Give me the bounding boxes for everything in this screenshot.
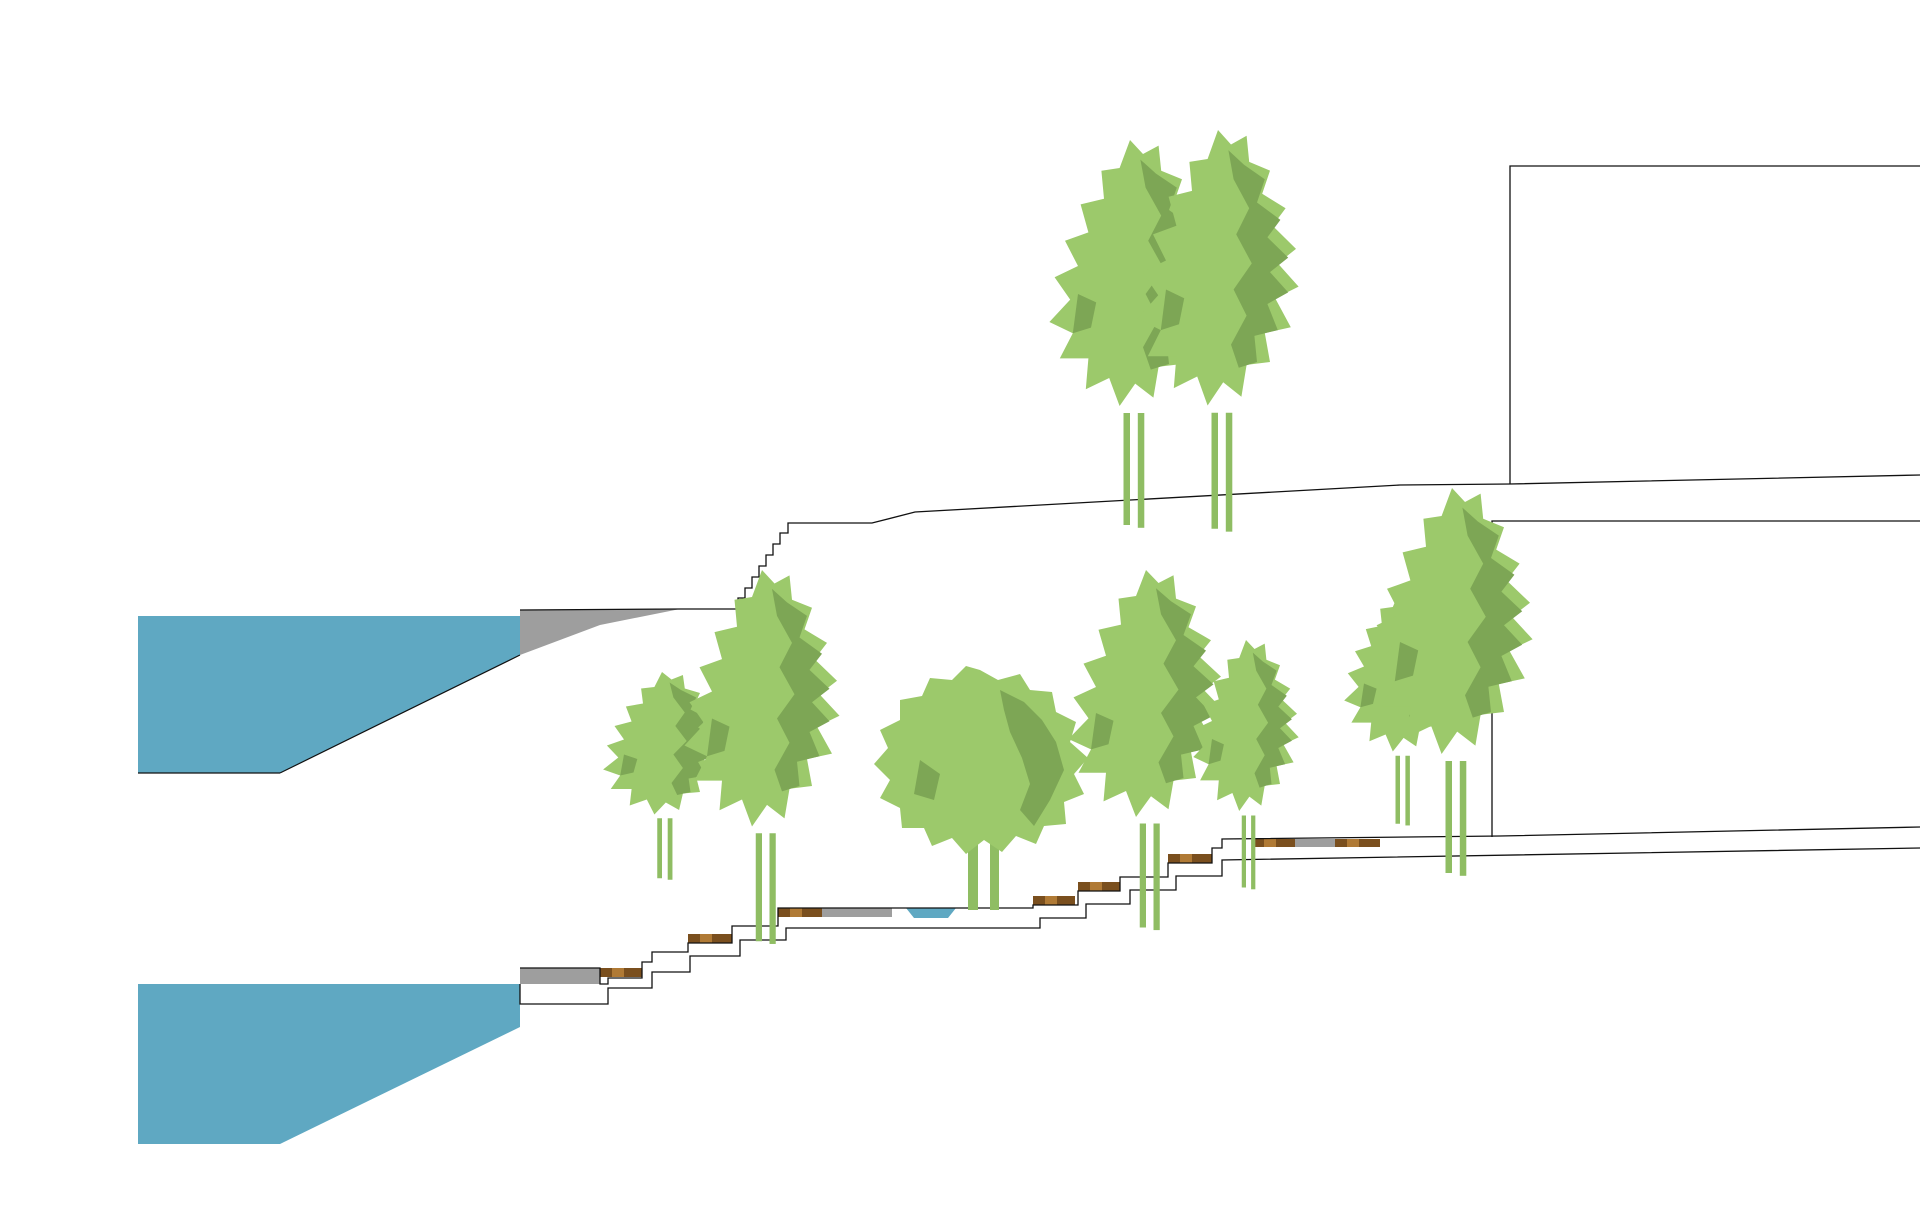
- timber-bench: [600, 968, 642, 977]
- lower-paving-edge: [520, 968, 600, 984]
- upper-ground-line: [519, 474, 1920, 611]
- lower-paving-upper: [1295, 839, 1335, 847]
- upper-building-outline: [1509, 165, 1920, 484]
- lower-ground-surface: [520, 826, 1920, 985]
- deciduous-tree-icon: [684, 570, 840, 944]
- timber-bench: [688, 934, 732, 943]
- lower-water-body: [138, 984, 520, 1144]
- timber-bench: [778, 908, 822, 917]
- rain-channel: [906, 908, 956, 918]
- timber-bench: [1335, 839, 1380, 847]
- timber-bench: [1252, 839, 1295, 847]
- timber-bench: [1078, 882, 1120, 891]
- upper-paving: [520, 609, 680, 655]
- round-canopy-tree-icon: [874, 666, 1088, 910]
- upper-section: [138, 129, 1920, 774]
- timber-bench: [1168, 854, 1212, 863]
- lower-paving-terrace: [822, 908, 892, 917]
- lower-structure-line: [519, 847, 1920, 1005]
- lower-section: [138, 488, 1920, 1144]
- timber-bench: [1033, 896, 1075, 905]
- lower-building-outline: [1491, 520, 1920, 837]
- upper-water-body: [138, 616, 520, 773]
